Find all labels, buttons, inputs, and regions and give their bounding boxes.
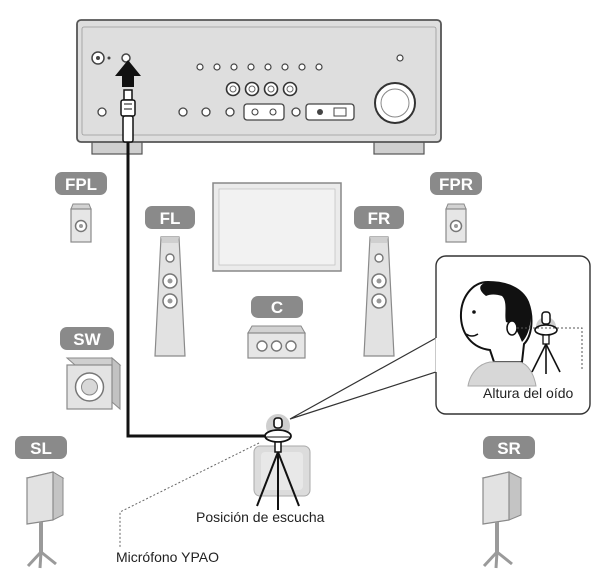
speaker-tag-fr: FR xyxy=(354,206,404,229)
speaker-sl-icon xyxy=(25,471,65,569)
microphone-cable xyxy=(120,89,268,438)
speaker-tag-fpr: FPR xyxy=(430,172,482,195)
speaker-fpl-icon xyxy=(70,203,92,243)
svg-text:FPL: FPL xyxy=(65,175,97,194)
speaker-fl-icon xyxy=(154,236,186,357)
speaker-tag-c: C xyxy=(251,296,303,318)
mic-leader-line xyxy=(119,442,260,548)
speaker-tag-fpl: FPL xyxy=(55,172,107,195)
microphone-icon xyxy=(256,417,300,510)
speaker-tag-sr: SR xyxy=(483,436,535,459)
svg-text:FPR: FPR xyxy=(439,175,473,194)
listener-head-icon xyxy=(459,280,537,387)
svg-text:C: C xyxy=(271,298,283,317)
av-receiver xyxy=(76,19,442,155)
speaker-fpr-icon xyxy=(445,203,467,243)
speaker-sr-icon xyxy=(481,471,523,569)
chair-icon xyxy=(253,445,311,497)
speaker-c-icon xyxy=(247,325,306,359)
svg-text:FL: FL xyxy=(160,209,181,228)
speaker-fr-icon xyxy=(363,236,395,357)
callout-microphone-icon xyxy=(531,311,561,374)
up-arrow-icon xyxy=(115,60,141,87)
svg-text:FR: FR xyxy=(368,209,391,228)
svg-text:SL: SL xyxy=(30,439,52,458)
ear-height-guide xyxy=(517,327,583,370)
speaker-tag-sw: SW xyxy=(60,327,114,350)
speaker-tag-sl: SL xyxy=(15,436,67,459)
svg-text:SW: SW xyxy=(73,330,101,349)
svg-text:SR: SR xyxy=(497,439,521,458)
listening-position-caption: Posición de escucha xyxy=(196,509,325,525)
speaker-tag-fl: FL xyxy=(145,206,195,229)
ear-height-caption: Altura del oído xyxy=(483,385,573,401)
subwoofer-icon xyxy=(65,356,122,411)
microphone-caption: Micrófono YPAO xyxy=(116,549,219,565)
tv-screen xyxy=(212,182,342,272)
